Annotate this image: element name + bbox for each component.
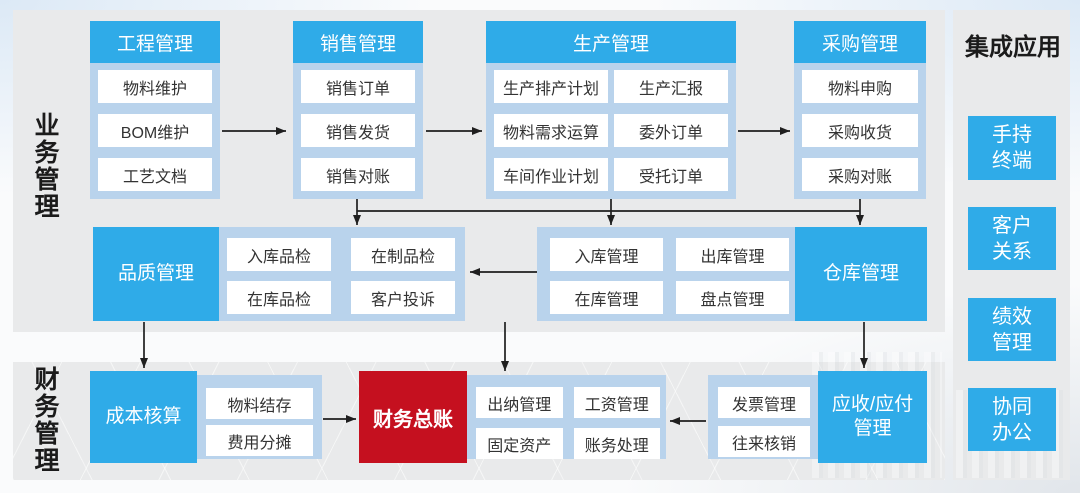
module-material-maintenance: 物料维护 xyxy=(98,70,212,103)
engineering-group: 工程管理 物料维护 BOM维护 工艺文档 xyxy=(90,21,220,199)
integration-app-handheld: 手持终端 xyxy=(968,116,1056,180)
integration-app-label: 手持终端 xyxy=(992,124,1032,172)
procurement-header: 采购管理 xyxy=(794,21,926,63)
engineering-header: 工程管理 xyxy=(90,21,220,63)
module-incoming-inspection: 入库品检 xyxy=(227,238,331,271)
module-shopfloor-planning: 车间作业计划 xyxy=(494,158,608,191)
production-group: 生产管理 生产排产计划 生产汇报 物料需求运算 委外订单 车间作业计划 受托订单 xyxy=(486,21,736,199)
production-header: 生产管理 xyxy=(486,21,736,63)
integration-section-label: 集成应用 xyxy=(965,34,1061,61)
integration-app-collaboration: 协同办公 xyxy=(968,388,1056,451)
module-mrp-calculation: 物料需求运算 xyxy=(494,114,608,147)
quality-group: 品质管理 入库品检 在制品检 在库品检 客户投诉 xyxy=(93,227,465,321)
finance-section-label: 财务管理 xyxy=(31,366,59,474)
module-inbound-management: 入库管理 xyxy=(550,238,663,271)
module-sales-reconciliation: 销售对账 xyxy=(301,158,415,191)
module-stock-inspection: 在库品检 xyxy=(227,281,331,314)
costing-header-box: 成本核算 xyxy=(90,371,197,463)
module-payroll-management: 工资管理 xyxy=(573,387,660,418)
quality-header-box: 品质管理 xyxy=(93,227,219,321)
module-fixed-assets: 固定资产 xyxy=(476,428,563,459)
module-process-documents: 工艺文档 xyxy=(98,158,212,191)
module-sales-delivery: 销售发货 xyxy=(301,114,415,147)
module-production-scheduling: 生产排产计划 xyxy=(494,70,608,103)
module-accounting-processing: 账务处理 xyxy=(573,428,660,459)
treasury-group: 出纳管理 工资管理 固定资产 账务处理 xyxy=(467,375,666,459)
warehouse-header-box: 仓库管理 xyxy=(795,227,927,321)
module-transaction-writeoff: 往来核销 xyxy=(718,426,810,457)
payables-header-box: 应收/应付管理 xyxy=(818,371,927,463)
payables-group: 发票管理 往来核销 应收/应付管理 xyxy=(708,371,927,463)
module-consignment-orders: 受托订单 xyxy=(614,158,728,191)
sales-header: 销售管理 xyxy=(293,21,423,63)
module-outbound-management: 出库管理 xyxy=(676,238,789,271)
module-material-balance: 物料结存 xyxy=(206,388,313,419)
module-production-reporting: 生产汇报 xyxy=(614,70,728,103)
costing-items-group: 物料结存 费用分摊 xyxy=(197,375,322,459)
business-section-label: 业务管理 xyxy=(31,112,59,220)
module-sales-orders: 销售订单 xyxy=(301,70,415,103)
module-purchase-receiving: 采购收货 xyxy=(802,114,918,147)
module-outsourcing-orders: 委外订单 xyxy=(614,114,728,147)
module-inprocess-inspection: 在制品检 xyxy=(351,238,455,271)
module-stock-management: 在库管理 xyxy=(550,281,663,314)
procurement-group: 采购管理 物料申购 采购收货 采购对账 xyxy=(794,21,926,199)
module-expense-allocation: 费用分摊 xyxy=(206,425,313,456)
integration-app-label: 客户关系 xyxy=(992,214,1032,263)
integration-app-performance: 绩效管理 xyxy=(968,298,1056,361)
module-customer-complaints: 客户投诉 xyxy=(351,281,455,314)
integration-app-label: 协同办公 xyxy=(992,395,1032,444)
module-invoice-management: 发票管理 xyxy=(718,387,810,418)
sales-group: 销售管理 销售订单 销售发货 销售对账 xyxy=(293,21,423,199)
module-purchase-reconciliation: 采购对账 xyxy=(802,158,918,191)
integration-app-label: 绩效管理 xyxy=(992,305,1032,354)
payables-header-label: 应收/应付管理 xyxy=(831,394,914,439)
module-cashier-management: 出纳管理 xyxy=(476,387,563,418)
warehouse-group: 入库管理 出库管理 在库管理 盘点管理 仓库管理 xyxy=(537,227,927,321)
module-purchase-requisition: 物料申购 xyxy=(802,70,918,103)
module-stocktaking-management: 盘点管理 xyxy=(676,281,789,314)
module-bom-maintenance: BOM维护 xyxy=(98,114,212,147)
general-ledger-box: 财务总账 xyxy=(359,371,467,463)
integration-app-crm: 客户关系 xyxy=(968,207,1056,270)
